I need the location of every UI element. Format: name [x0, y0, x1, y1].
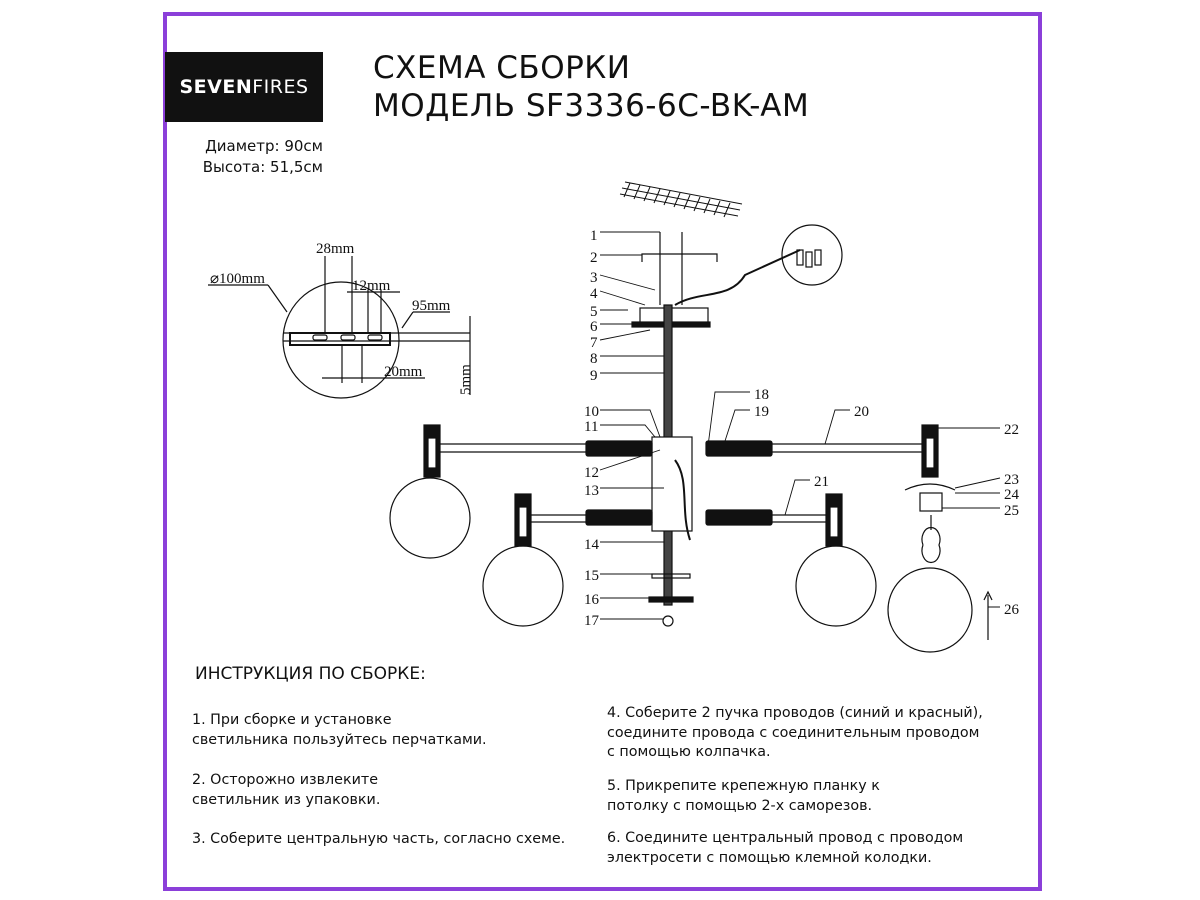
part-label: 24	[1004, 487, 1020, 503]
part-label: 26	[1004, 602, 1020, 618]
central-assembly	[389, 224, 993, 653]
dim-20: 20mm	[384, 364, 423, 380]
instruction-step: 3. Соберите центральную часть, согласно …	[192, 831, 566, 847]
part-label: 17	[584, 613, 600, 629]
dim-diameter-100: ⌀100mm	[210, 271, 265, 287]
page-title: СХЕМА СБОРКИ	[373, 50, 631, 86]
instruction-step: 5. Прикрепите крепежную планку к потолку…	[607, 778, 880, 814]
part-label: 13	[584, 483, 599, 499]
dim-12: 12mm	[352, 278, 391, 294]
part-label: 14	[584, 537, 600, 553]
instructions-heading: ИНСТРУКЦИЯ ПО СБОРКЕ:	[195, 664, 426, 684]
instruction-step: 1. При сборке и установке светильника по…	[192, 712, 487, 748]
part-label: 21	[814, 474, 829, 490]
part-label: 9	[590, 368, 598, 384]
logo-text: FIRES	[252, 76, 309, 98]
part-label: 18	[754, 387, 769, 403]
part-label: 25	[1004, 503, 1019, 519]
part-label: 22	[1004, 422, 1019, 438]
part-label: 23	[1004, 472, 1019, 488]
part-label: 19	[754, 404, 769, 420]
part-label: 6	[590, 319, 598, 335]
part-label: 16	[584, 592, 600, 608]
part-label: 5	[590, 304, 598, 320]
page-frame	[163, 12, 1042, 891]
part-label: 12	[584, 465, 599, 481]
logo-text-bold: SEVEN	[179, 76, 253, 98]
dim-95: 95mm	[412, 298, 451, 314]
part-label: 20	[854, 404, 869, 420]
part-label: 3	[590, 270, 598, 286]
part-label: 11	[584, 419, 598, 435]
dim-5: 5mm	[458, 364, 474, 395]
diameter-spec: Диаметр: 90см	[205, 137, 323, 155]
part-label: 4	[590, 286, 598, 302]
part-label: 2	[590, 250, 598, 266]
part-label: 1	[590, 228, 598, 244]
model-title: МОДЕЛЬ SF3336-6C-BK-AM	[373, 88, 810, 124]
leader-lines	[599, 231, 1001, 620]
instruction-step: 4. Соберите 2 пучка проводов (синий и кр…	[607, 705, 983, 760]
part-label: 10	[584, 404, 599, 420]
mounting-plate-detail	[208, 256, 471, 399]
instruction-step: 6. Соедините центральный провод с провод…	[607, 830, 964, 866]
ceiling-hatch	[619, 181, 743, 218]
part-label: 7	[590, 335, 598, 351]
part-label: 8	[590, 351, 598, 367]
part-numbers: 1 2 3 4 5 6 7 8 9 10 11 12 13 14 15 16 1…	[584, 228, 1020, 629]
instruction-step: 2. Осторожно извлеките светильник из упа…	[192, 772, 381, 808]
part-label: 15	[584, 568, 599, 584]
dim-28: 28mm	[316, 241, 355, 257]
height-spec: Высота: 51,5см	[202, 158, 323, 176]
